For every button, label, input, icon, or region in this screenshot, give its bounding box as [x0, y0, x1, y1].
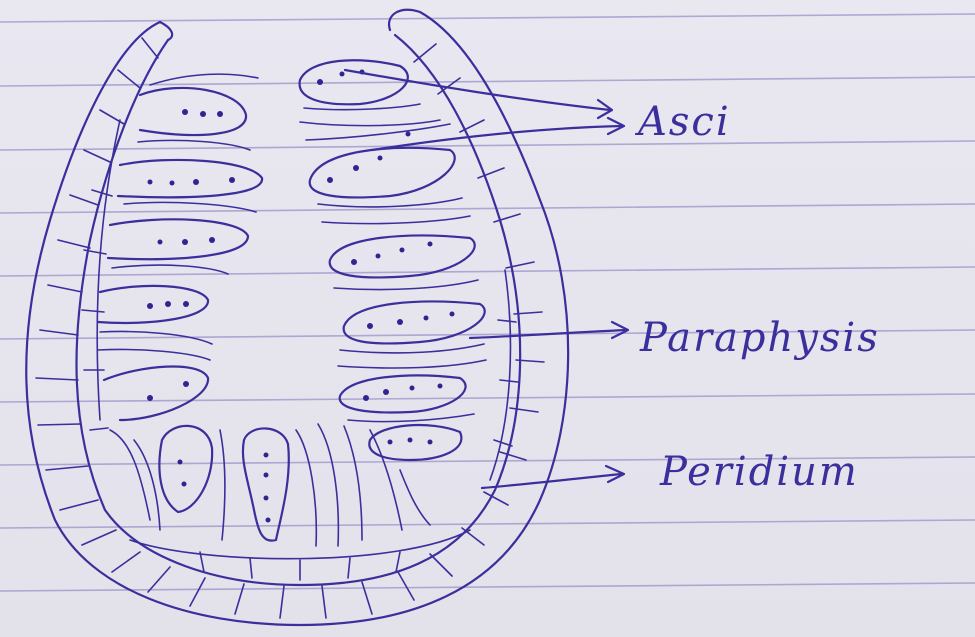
asci-bottom — [243, 424, 430, 546]
label-paraphysis: Paraphysis — [640, 318, 880, 358]
label-asci: Asci — [638, 102, 731, 142]
peridium-wall — [26, 10, 568, 625]
asci-left — [98, 88, 262, 512]
paraphyses-left — [98, 74, 258, 540]
label-peridium: Peridium — [660, 452, 859, 492]
